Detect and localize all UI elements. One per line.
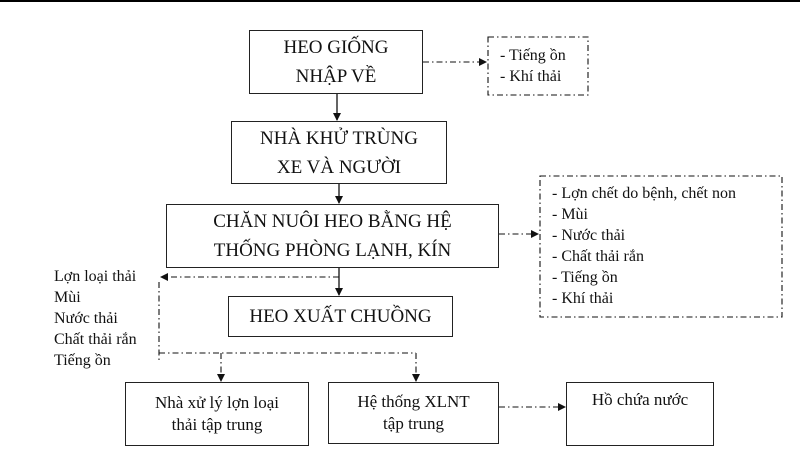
node-text: CHĂN NUÔI HEO BẰNG HỆ: [213, 211, 452, 232]
output-item: - Khí thải: [552, 290, 614, 307]
node-text: Nhà xử lý lợn loại: [155, 393, 279, 412]
node-text: tập trung: [383, 414, 444, 433]
node-text: HEO XUẤT CHUỒNG: [249, 306, 432, 327]
node-text: thải tập trung: [171, 415, 263, 434]
node-text: NHẬP VỀ: [295, 66, 377, 87]
node-text: Hệ thống XLNT: [357, 392, 470, 411]
node-nha-xu-ly: Nhà xử lý lợn loại thải tập trung: [125, 382, 309, 446]
output-item: - Mùi: [552, 206, 588, 223]
output-item: - Tiếng ồn: [500, 47, 566, 64]
node-text: HEO GIỐNG: [283, 37, 389, 58]
node-text: NHÀ KHỬ TRÙNG: [260, 127, 418, 149]
node-ho-chua-nuoc: Hồ chứa nước: [566, 382, 714, 446]
output-item: - Tiếng ồn: [552, 269, 618, 286]
output-item: Chất thải rắn: [54, 331, 137, 348]
outputs-box-border-2: [539, 175, 783, 318]
output-item: Tiếng ồn: [54, 352, 111, 369]
output-item: - Lợn chết do bệnh, chết non: [552, 185, 736, 202]
outputs-box-border-1: [487, 36, 589, 96]
node-he-thong-xlnt: Hệ thống XLNT tập trung: [328, 382, 499, 444]
node-heo-xuat-chuong: HEO XUẤT CHUỒNG: [228, 296, 453, 337]
node-text: THỐNG PHÒNG LẠNH, KÍN: [213, 240, 452, 261]
output-item: Mùi: [54, 289, 81, 306]
output-item: - Khí thải: [500, 68, 562, 85]
node-text: XE VÀ NGƯỜI: [276, 156, 402, 178]
output-item: - Nước thải: [552, 227, 626, 244]
node-text: Hồ chứa nước: [591, 390, 689, 409]
node-heo-giong: HEO GIỐNG NHẬP VỀ: [249, 30, 423, 94]
top-border: [0, 0, 800, 2]
outputs-heo-giong: - Tiếng ồn - Khí thải: [490, 45, 566, 87]
output-item: Lợn loại thải: [54, 268, 137, 285]
outputs-left: Lợn loại thải Mùi Nước thải Chất thải rắ…: [54, 266, 137, 371]
output-item: - Chất thải rắn: [552, 248, 644, 265]
node-nha-khu-trung: NHÀ KHỬ TRÙNG XE VÀ NGƯỜI: [231, 121, 447, 184]
outputs-chan-nuoi: - Lợn chết do bệnh, chết non - Mùi - Nướ…: [542, 183, 736, 309]
output-item: Nước thải: [54, 310, 118, 327]
node-chan-nuoi: CHĂN NUÔI HEO BẰNG HỆ THỐNG PHÒNG LẠNH, …: [166, 204, 499, 268]
